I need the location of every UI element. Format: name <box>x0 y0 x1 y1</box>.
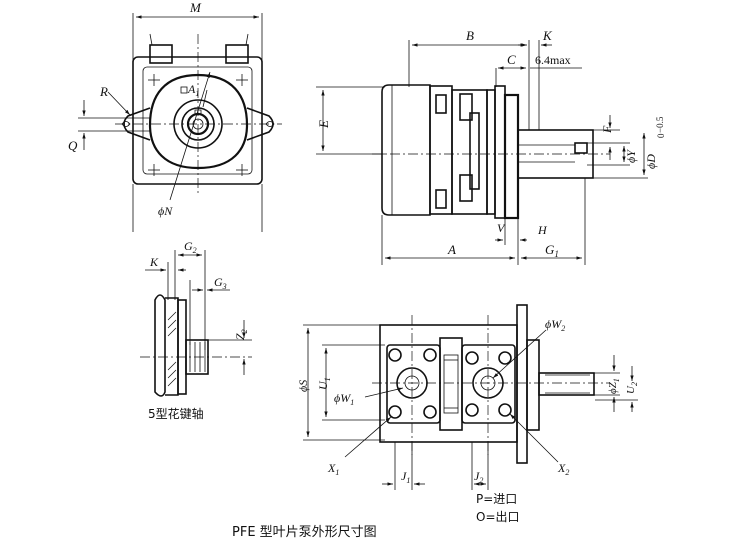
dim-N: ϕN <box>158 204 173 218</box>
dim-G1: G1 <box>545 242 559 259</box>
dim-D-tol-bot: −0.5 <box>655 116 665 133</box>
dim-J2: J2 <box>474 469 483 485</box>
dim-R: R <box>99 84 108 99</box>
figure-title: PFE 型叶片泵外形尺寸图 <box>232 525 377 540</box>
dim-H: H <box>537 223 548 237</box>
dim-B: B <box>466 28 474 43</box>
dim-J1: J1 <box>401 469 410 485</box>
dim-A1: A1 <box>187 82 199 98</box>
dim-D: ϕD <box>644 154 658 169</box>
note-outlet: O=出口 <box>476 510 520 524</box>
dim-S: ϕS <box>296 380 310 392</box>
dim-W2: ϕW2 <box>545 317 565 333</box>
dim-U1: U1 <box>316 377 332 390</box>
dim-F: F <box>600 125 614 134</box>
dim-D-tol-top: 0 <box>656 133 666 138</box>
bottom-view: ϕS U1 <box>296 304 639 524</box>
dim-X2: X2 <box>557 461 569 477</box>
note-inlet: P=进口 <box>476 492 517 506</box>
dim-U2: U2 <box>625 382 639 394</box>
side-view: B K C 6.4max E F ϕY ϕD 0 −0.5 <box>316 28 666 265</box>
front-view: M Q <box>68 0 282 232</box>
dim-K2: K <box>149 255 159 269</box>
spline-view: G2 K G3 Z2 5型花键轴 <box>140 239 252 421</box>
dim-M: M <box>189 0 202 15</box>
dim-Q: Q <box>68 138 78 153</box>
spline-caption: 5型花键轴 <box>148 406 204 421</box>
dim-W1: ϕW1 <box>334 391 354 407</box>
dim-C: C <box>507 52 516 67</box>
dim-G3: G3 <box>214 275 227 291</box>
dim-max: 6.4max <box>535 53 571 67</box>
dim-Z1: ϕZ1 <box>607 378 621 394</box>
dim-Z2: Z2 <box>233 329 249 340</box>
dim-Y: ϕY <box>624 149 638 163</box>
dim-E: E <box>316 120 331 129</box>
dim-V: V <box>497 221 506 235</box>
dim-G2: G2 <box>184 239 197 255</box>
dim-A: A <box>447 242 456 257</box>
dim-X1: X1 <box>327 461 339 477</box>
dim-K: K <box>542 28 553 43</box>
